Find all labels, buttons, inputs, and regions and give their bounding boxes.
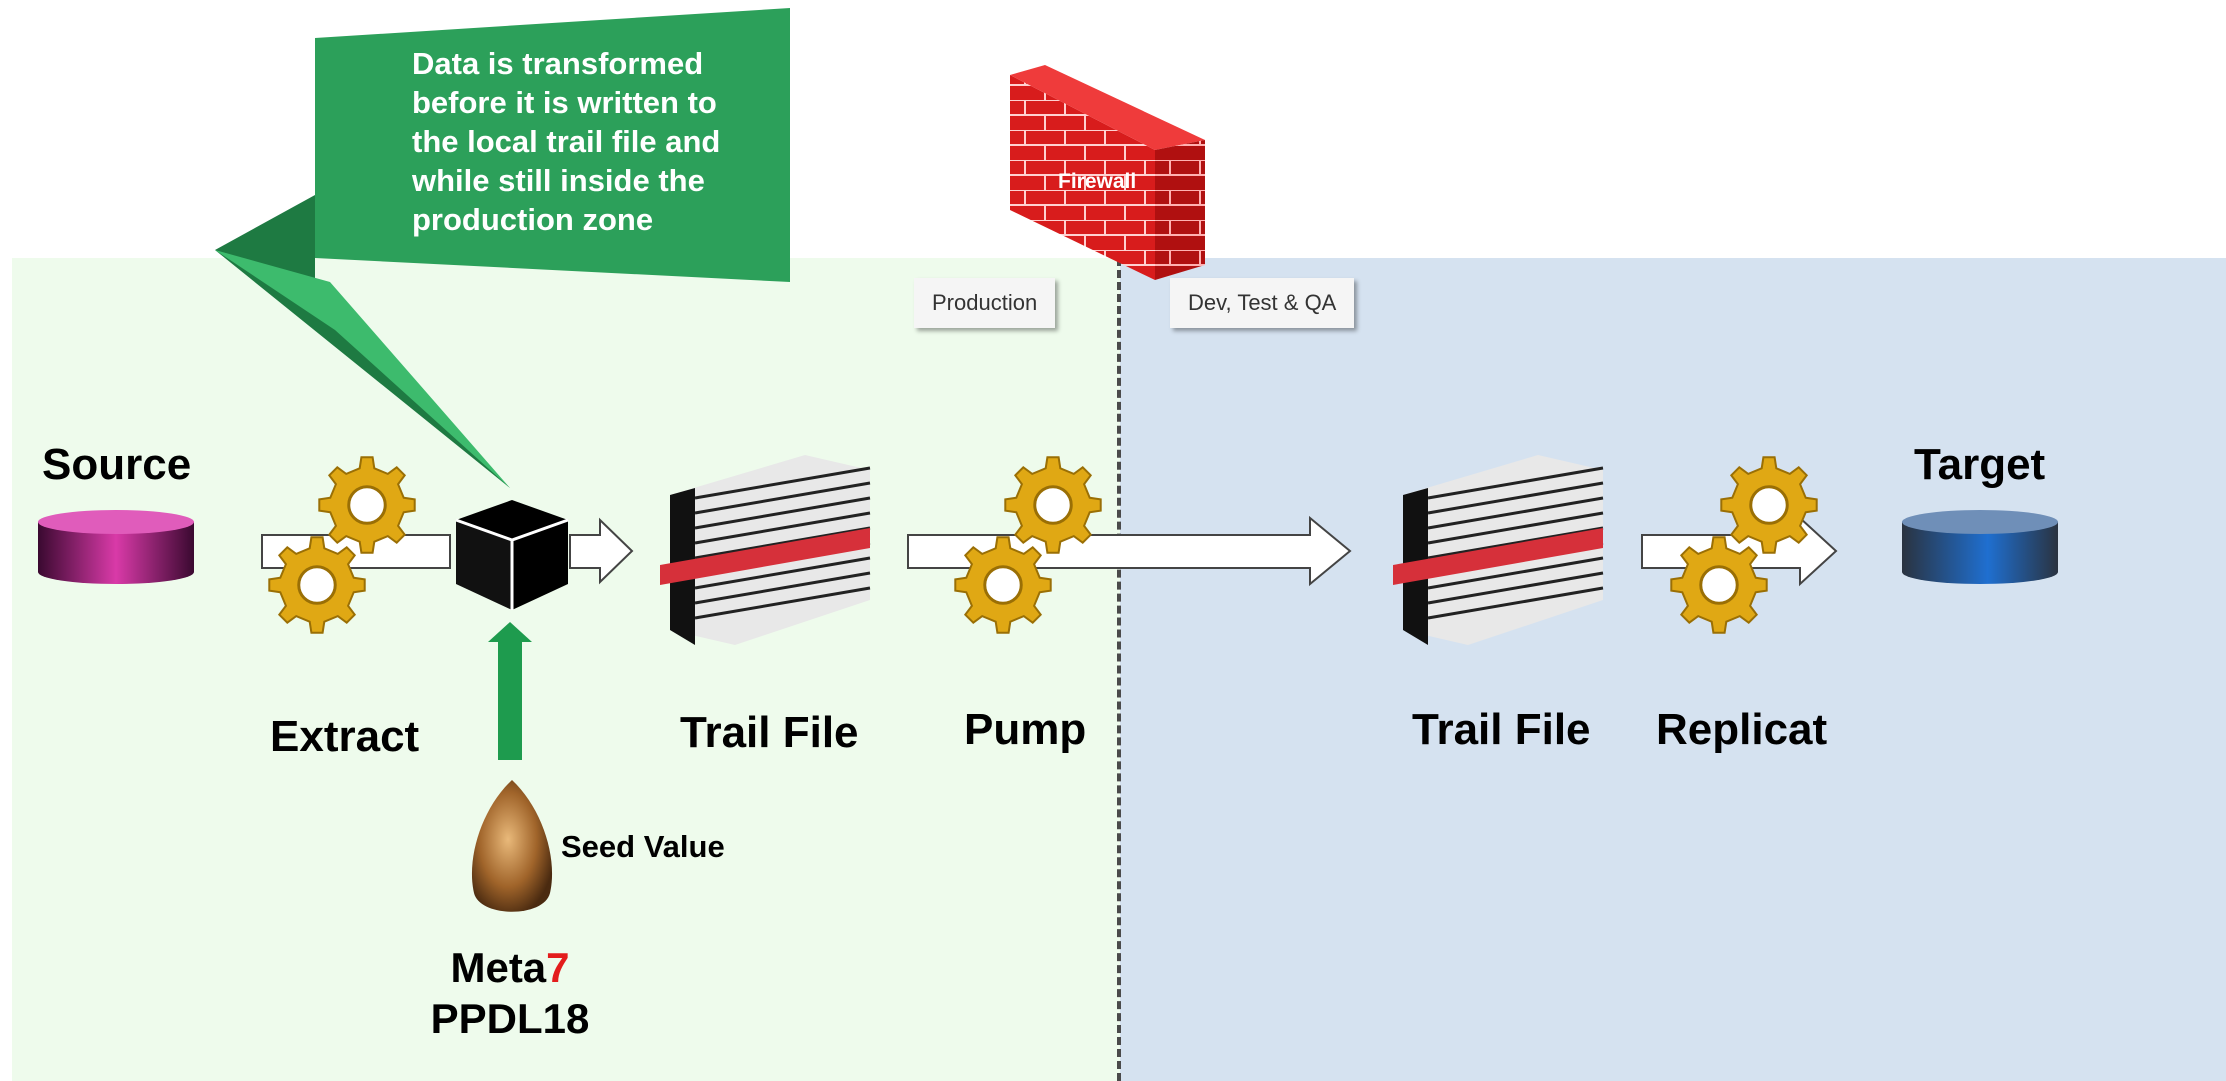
- seed-value-label: Seed Value: [561, 829, 725, 864]
- firewall-label: Firewall: [1058, 170, 1137, 193]
- callout-body: [315, 8, 790, 282]
- source-label: Source: [42, 440, 192, 489]
- production-label: Production: [914, 278, 1056, 328]
- pump-label: Pump: [964, 705, 1087, 754]
- callout-line: while still inside the: [412, 163, 705, 198]
- arrow-to-trail: [569, 517, 634, 585]
- callout-line: before it is written to: [412, 85, 717, 120]
- ppdl-label: PPDL18: [430, 995, 590, 1042]
- zone-divider: [1117, 258, 1121, 1081]
- trail-file-2-label: Trail File: [1412, 705, 1591, 754]
- replicat-gears-icon: [1670, 456, 1818, 634]
- meta-label: Meta7: [410, 944, 610, 992]
- firewall-icon: [1010, 65, 1205, 280]
- production-zone: [12, 258, 1120, 1081]
- trail-file-1-icon: [660, 455, 871, 645]
- callout-text: Data is transformed before it is written…: [412, 44, 772, 239]
- meta-prefix: Meta: [450, 944, 547, 991]
- seed-arrow-icon: [488, 622, 532, 760]
- pump-gears-icon: [954, 456, 1102, 634]
- extract-label: Extract: [270, 712, 420, 761]
- source-database-icon: [38, 510, 194, 584]
- callout-line: production zone: [412, 202, 654, 237]
- extract-gears-icon: [268, 456, 416, 634]
- trail-file-1-label: Trail File: [680, 708, 859, 757]
- callout-line: the local trail file and: [412, 124, 721, 159]
- target-label: Target: [1914, 440, 2046, 489]
- trail-file-2-icon: [1393, 455, 1604, 645]
- callout-line: Data is transformed: [412, 46, 704, 81]
- meta-number: 7: [546, 944, 570, 991]
- replicat-label: Replicat: [1656, 705, 1828, 754]
- dev-test-qa-zone: [1120, 258, 2226, 1081]
- transform-cube-icon: [455, 500, 569, 610]
- seed-icon: [471, 780, 553, 912]
- target-database-icon: [1902, 510, 2058, 584]
- dev-test-qa-label: Dev, Test & QA: [1170, 278, 1355, 328]
